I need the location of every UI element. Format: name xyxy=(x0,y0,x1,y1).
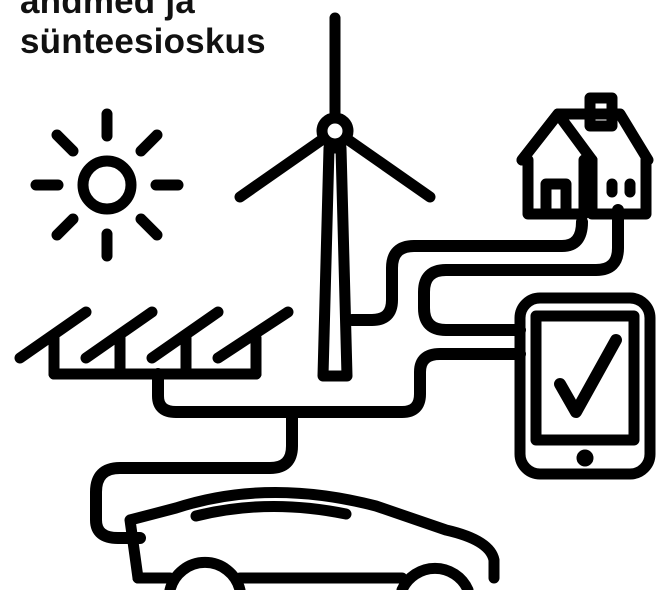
sun-icon xyxy=(36,114,178,256)
solar-panels-icon xyxy=(20,312,288,374)
checkmark-icon xyxy=(560,340,616,412)
house-icon xyxy=(522,98,648,214)
electric-car-icon xyxy=(130,492,494,590)
